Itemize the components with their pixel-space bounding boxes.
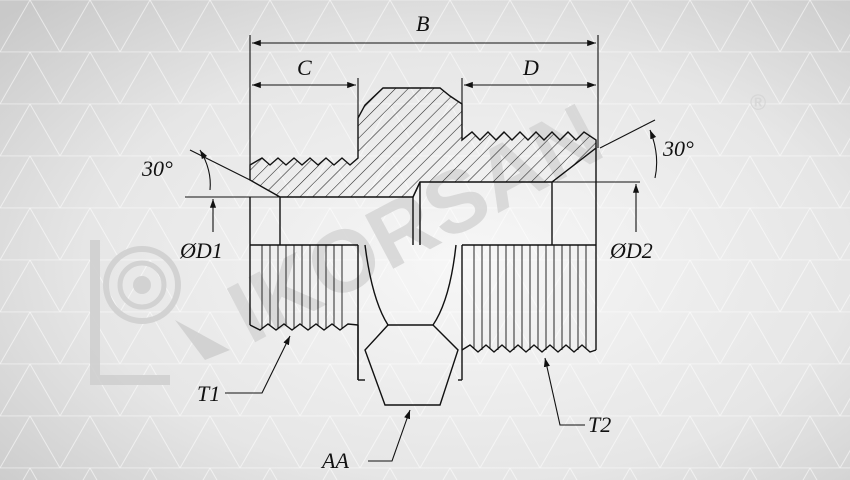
angle-right-arc: [649, 129, 658, 179]
watermark-registered-mark: ®: [750, 90, 766, 115]
label-c: C: [297, 55, 312, 80]
label-b: B: [416, 11, 429, 36]
section-hatch: [249, 87, 597, 198]
label-t2: T2: [588, 412, 611, 437]
label-t1: T1: [197, 381, 220, 406]
label-d1: ØD1: [179, 238, 223, 263]
label-left-angle: 30°: [141, 156, 173, 181]
leader-aa: [368, 409, 411, 462]
fitting-body: [249, 87, 597, 406]
label-right-angle: 30°: [662, 136, 694, 161]
label-d: D: [522, 55, 539, 80]
label-aa: AA: [320, 448, 349, 473]
dimension-lines: [185, 35, 658, 462]
leader-t1: [225, 335, 291, 394]
leader-t2: [543, 357, 585, 426]
label-d2: ØD2: [609, 238, 653, 263]
angle-left-arc: [199, 149, 211, 191]
watermark-logo-icon: [90, 240, 230, 385]
